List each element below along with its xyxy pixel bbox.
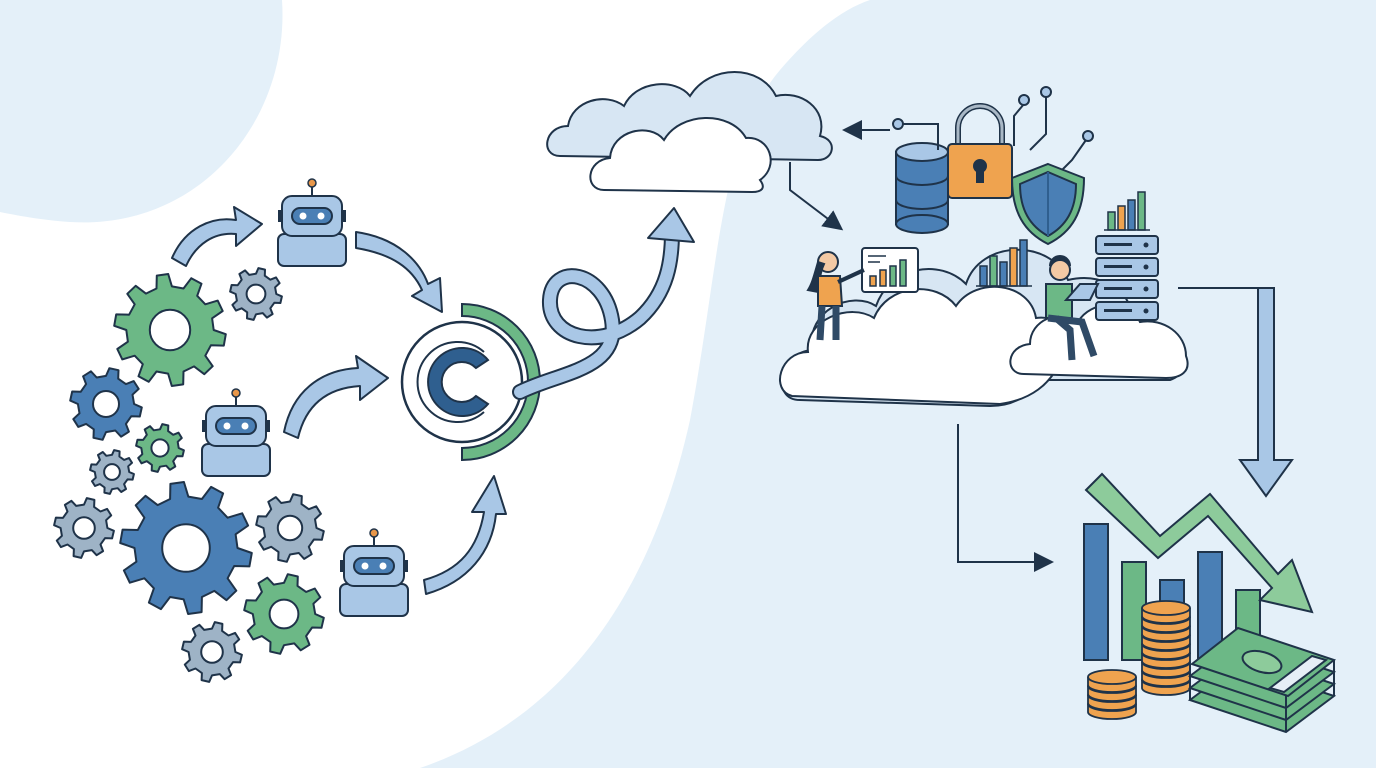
c-logo-icon — [400, 302, 541, 462]
flow-arrows — [171, 206, 507, 595]
person-presenting-icon — [806, 247, 919, 341]
flow-arrow-icon — [171, 206, 263, 267]
gear-cluster — [53, 267, 325, 683]
gear-icon — [243, 573, 325, 655]
bar-chart-icon — [976, 239, 1032, 287]
gear-icon — [119, 481, 253, 615]
gear-icon — [53, 497, 115, 559]
server-rack-icon — [1095, 235, 1159, 321]
flow-arrow-icon — [423, 475, 507, 595]
robot-icon — [277, 178, 347, 267]
bar-chart-icon — [1083, 523, 1261, 661]
top-left-blob — [0, 0, 283, 223]
person-laptop-icon — [1045, 255, 1100, 361]
coin-stack — [1141, 600, 1191, 696]
circuit-lines — [892, 86, 1094, 173]
database-icon — [895, 142, 949, 234]
cash-stack-icon — [1187, 626, 1337, 734]
gear-icon — [135, 423, 185, 473]
cloud-icon — [589, 117, 772, 194]
robot-icon — [339, 528, 409, 617]
loop-arrow-icon — [512, 207, 695, 400]
coins-icon — [1087, 600, 1191, 720]
coin-stack — [1087, 669, 1137, 720]
gear-icon — [181, 621, 243, 683]
flow-arrow-icon — [283, 355, 389, 439]
down-trend-arrow-icon — [1084, 472, 1314, 614]
robot-icon — [201, 388, 271, 477]
down-arrow-icon — [1238, 287, 1294, 498]
gear-icon — [113, 273, 227, 387]
padlock-icon — [947, 103, 1013, 199]
gear-icon — [255, 493, 325, 563]
cloud-icon — [546, 71, 833, 162]
flow-arrow-icon — [355, 231, 443, 313]
robot-group — [201, 178, 409, 617]
bar-chart-icon — [1104, 191, 1150, 231]
gear-icon — [69, 367, 143, 441]
shield-icon — [1010, 162, 1086, 246]
gear-icon — [229, 267, 283, 321]
gear-icon — [89, 449, 135, 495]
